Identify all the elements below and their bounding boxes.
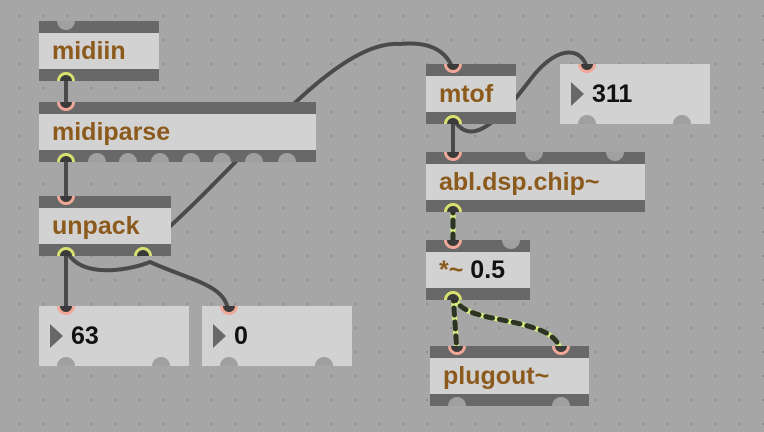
inlet[interactable] <box>57 306 75 315</box>
inlet[interactable] <box>220 306 238 315</box>
outlet[interactable] <box>213 153 231 162</box>
number-value: 0 <box>234 322 248 350</box>
object-mtof[interactable]: mtof <box>426 64 516 124</box>
outlet[interactable] <box>182 153 200 162</box>
object-label: midiin <box>52 37 126 65</box>
inlet[interactable] <box>448 346 466 355</box>
object-label: abl.dsp.chip~ <box>439 168 600 196</box>
inlet[interactable] <box>578 64 596 73</box>
outlet[interactable] <box>245 153 263 162</box>
object-label: mtof <box>439 80 494 108</box>
triangle-icon <box>571 82 584 106</box>
object-abl-dsp-chip[interactable]: abl.dsp.chip~ <box>426 152 645 212</box>
outlet[interactable] <box>152 357 170 366</box>
object-unpack[interactable]: unpack <box>39 196 171 256</box>
outlet[interactable] <box>444 203 462 212</box>
outlet[interactable] <box>119 153 137 162</box>
number-value: 311 <box>592 80 633 108</box>
object-plugout[interactable]: plugout~ <box>430 346 589 406</box>
number-box-velocity[interactable]: 0 <box>202 306 352 366</box>
outlet[interactable] <box>315 357 333 366</box>
object-multiply-signal[interactable]: *~ 0.5 <box>426 240 530 300</box>
inlet[interactable] <box>502 240 520 249</box>
inlet[interactable] <box>552 346 570 355</box>
inlet[interactable] <box>444 64 462 73</box>
object-label: midiparse <box>52 118 171 146</box>
number-box-frequency[interactable]: 311 <box>560 64 710 124</box>
inlet[interactable] <box>57 102 75 111</box>
object-midiparse[interactable]: midiparse <box>39 102 316 162</box>
object-label: unpack <box>52 212 140 240</box>
outlet[interactable] <box>57 153 75 162</box>
outlet[interactable] <box>278 153 296 162</box>
operator: *~ <box>439 256 464 284</box>
outlet[interactable] <box>578 115 596 124</box>
triangle-icon <box>50 324 63 348</box>
inlet[interactable] <box>57 196 75 205</box>
outlet[interactable] <box>220 357 238 366</box>
object-label: *~ 0.5 <box>439 252 505 288</box>
inlet[interactable] <box>444 152 462 161</box>
outlet[interactable] <box>57 72 75 81</box>
number-box-note[interactable]: 63 <box>39 306 189 366</box>
cord-unpack-velocity <box>64 248 230 312</box>
outlet[interactable] <box>448 397 466 406</box>
outlet[interactable] <box>134 247 152 256</box>
inlet[interactable] <box>444 240 462 249</box>
inlet[interactable] <box>57 21 75 30</box>
object-label: plugout~ <box>443 362 550 390</box>
inlet[interactable] <box>606 152 624 161</box>
outlet[interactable] <box>552 397 570 406</box>
outlet[interactable] <box>57 357 75 366</box>
outlet[interactable] <box>88 153 106 162</box>
number-value: 63 <box>71 322 99 350</box>
object-midiin[interactable]: midiin <box>39 21 159 81</box>
argument: 0.5 <box>470 256 506 284</box>
inlet[interactable] <box>525 152 543 161</box>
triangle-icon <box>213 324 226 348</box>
outlet[interactable] <box>444 115 462 124</box>
outlet[interactable] <box>673 115 691 124</box>
outlet[interactable] <box>57 247 75 256</box>
outlet[interactable] <box>444 291 462 300</box>
outlet[interactable] <box>151 153 169 162</box>
